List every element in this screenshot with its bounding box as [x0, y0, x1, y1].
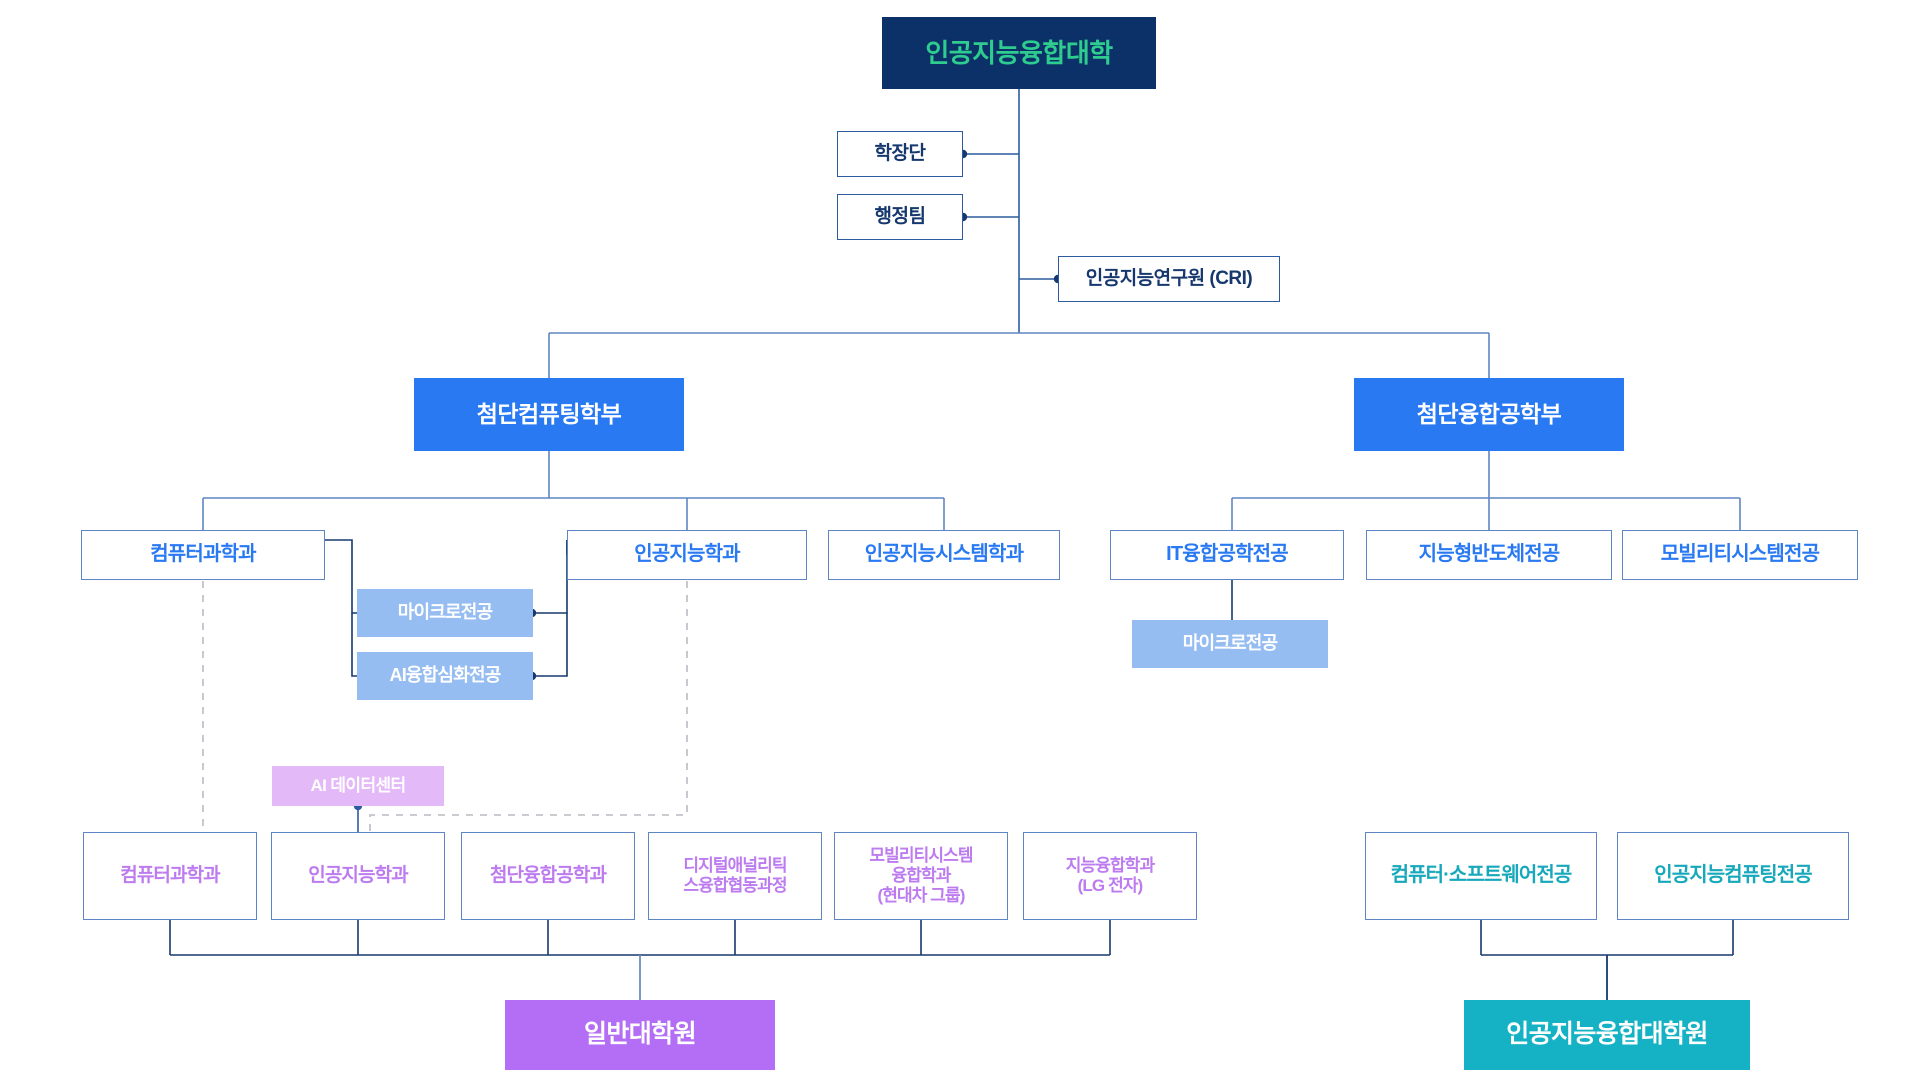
node-institute-cri[interactable]: 인공지능연구원 (CRI) — [1058, 256, 1280, 302]
node-root-college[interactable]: 인공지능융합대학 — [882, 17, 1156, 89]
node-grad-artificial-intelligence[interactable]: 인공지능학과 — [271, 832, 445, 920]
node-micro-major-left-1[interactable]: 마이크로전공 — [357, 589, 533, 637]
node-dept-mobility-system[interactable]: 모빌리티시스템전공 — [1622, 530, 1858, 580]
node-grad-computer-science[interactable]: 컴퓨터과학과 — [83, 832, 257, 920]
node-micro-major-right-1[interactable]: 마이크로전공 — [1132, 620, 1328, 668]
node-micro-major-left-2[interactable]: AI융합심화전공 — [357, 652, 533, 700]
node-grad-mobility-system-hyundai[interactable]: 모빌리티시스템 융합학과 (현대차 그룹) — [834, 832, 1008, 920]
node-graduate-school-general[interactable]: 일반대학원 — [505, 1000, 775, 1070]
node-staff-dean-office[interactable]: 학장단 — [837, 131, 963, 177]
node-grad-computer-software[interactable]: 컴퓨터·소프트웨어전공 — [1365, 832, 1597, 920]
node-grad-ai-computing[interactable]: 인공지능컴퓨팅전공 — [1617, 832, 1849, 920]
node-grad-advanced-convergence[interactable]: 첨단융합공학과 — [461, 832, 635, 920]
node-staff-admin-team[interactable]: 행정팀 — [837, 194, 963, 240]
node-dept-it-convergence[interactable]: IT융합공학전공 — [1110, 530, 1344, 580]
node-graduate-school-ai[interactable]: 인공지능융합대학원 — [1464, 1000, 1750, 1070]
node-dept-artificial-intelligence[interactable]: 인공지능학과 — [567, 530, 807, 580]
node-dept-intelligent-semiconductor[interactable]: 지능형반도체전공 — [1366, 530, 1612, 580]
node-dept-ai-systems[interactable]: 인공지능시스템학과 — [828, 530, 1060, 580]
node-grad-intelligent-convergence-lg[interactable]: 지능융합학과 (LG 전자) — [1023, 832, 1197, 920]
node-dept-computer-science[interactable]: 컴퓨터과학과 — [81, 530, 325, 580]
node-division-advanced-convergence[interactable]: 첨단융합공학부 — [1354, 378, 1624, 451]
node-division-advanced-computing[interactable]: 첨단컴퓨팅학부 — [414, 378, 684, 451]
node-ai-data-center[interactable]: AI 데이터센터 — [272, 766, 444, 806]
node-grad-digital-analytics[interactable]: 디지털애널리틱 스융합협동과정 — [648, 832, 822, 920]
